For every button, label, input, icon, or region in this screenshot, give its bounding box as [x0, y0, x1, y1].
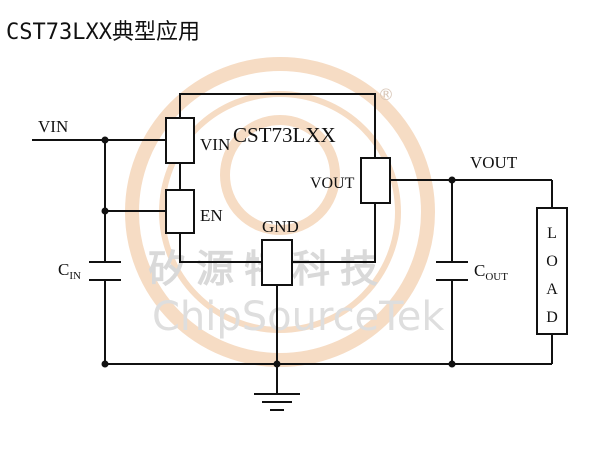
page-title: CST73LXX典型应用: [6, 20, 200, 45]
junctions: [101, 136, 456, 368]
pin-box-vin: [165, 117, 195, 164]
ground-symbol-icon: [254, 393, 300, 411]
chip-name: CST73LXX: [233, 123, 336, 147]
ic-outline-top: [179, 93, 376, 158]
junction-gnd-center: [273, 360, 281, 368]
junction-vout: [448, 176, 456, 184]
watermark-english: ChipSourceTek: [152, 294, 445, 340]
pin-label-gnd: GND: [262, 217, 299, 236]
load-letter: A: [546, 281, 558, 298]
load-letter: L: [547, 225, 557, 242]
net-label-vin: VIN: [38, 117, 68, 136]
ic-outline-bottom-right: [292, 203, 376, 263]
ic-outline-bottom-left: [179, 233, 262, 263]
pin-label-vin: VIN: [200, 135, 230, 154]
junction-en: [101, 207, 109, 215]
pin-boxes: [165, 117, 568, 335]
junction-gnd-left: [101, 360, 109, 368]
net-label-vout: VOUT: [470, 153, 518, 172]
pin-label-en: EN: [200, 206, 223, 225]
pin-box-gnd: [261, 239, 293, 286]
load-box: [536, 207, 568, 335]
pin-label-vout: VOUT: [310, 175, 355, 192]
capacitors: [89, 261, 468, 281]
load-letter: O: [546, 253, 558, 270]
wires: [32, 93, 553, 394]
pin-box-vout: [360, 157, 391, 204]
junction-gnd-right: [448, 360, 456, 368]
load-letter: D: [546, 309, 558, 326]
watermark-core-ring: [220, 115, 340, 235]
label-cout: COUT: [474, 261, 508, 283]
junction-vin: [101, 136, 109, 144]
label-cin: CIN: [58, 260, 81, 282]
watermark-registered-mark: ®: [378, 85, 394, 104]
load-label: L O A D: [546, 225, 558, 326]
pin-box-en: [165, 189, 195, 234]
